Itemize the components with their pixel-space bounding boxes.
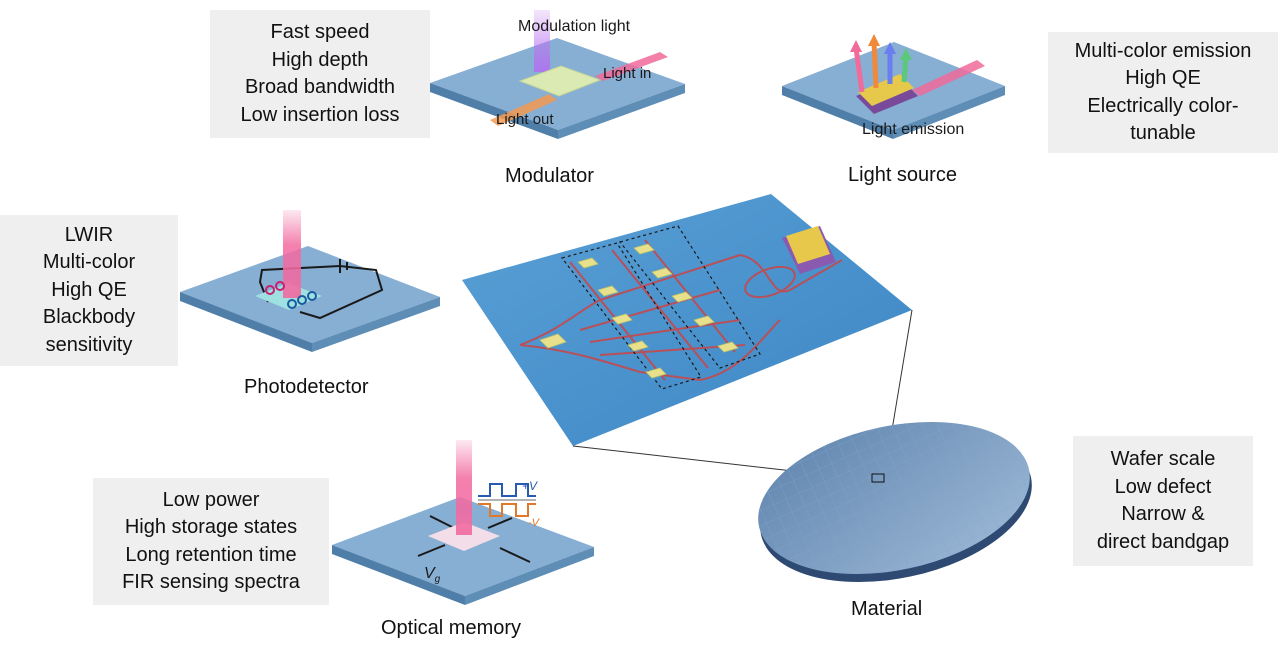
detector-circuit (258, 264, 384, 320)
material-feature: Narrow & (1121, 503, 1205, 525)
optical-memory-features-box: Low power High storage states Long reten… (93, 478, 329, 605)
light-out-beam (490, 94, 557, 126)
write-light-beam (456, 440, 472, 535)
optical-memory-feature: Low power (162, 488, 260, 511)
material-feature: Wafer scale (1110, 448, 1216, 470)
emission-green-arrow (901, 55, 909, 83)
minus-v-label: -V (528, 517, 541, 529)
plus-v-label: +V (522, 479, 538, 493)
modulator-element (518, 65, 602, 97)
light-source-feature: Electrically color- (1087, 94, 1239, 117)
material-features-box: Wafer scale Low defect Narrow & direct b… (1073, 436, 1253, 566)
photodetector-feature: High QE (51, 278, 127, 301)
light-source-features-box: Multi-color emission High QE Electricall… (1048, 32, 1278, 153)
modulator-features-box: Fast speed High depth Broad bandwidth Lo… (210, 10, 430, 138)
photodetector-features-box: LWIR Multi-color High QE Blackbody sensi… (0, 215, 178, 366)
photodetector-caption: Photodetector (244, 376, 369, 398)
memory-element (428, 522, 500, 551)
light-source-feature: Multi-color emission (1074, 39, 1252, 62)
material-feature: direct bandgap (1096, 530, 1230, 553)
material-feature: Low defect (1114, 475, 1212, 498)
light-out-label: Light out (496, 111, 554, 128)
photodetector-chip (180, 210, 440, 352)
phase-shifter-pads (539, 243, 739, 379)
photodetector-feature: sensitivity (45, 333, 133, 356)
modulator-feature: High depth (271, 48, 369, 71)
modulator-feature: Fast speed (270, 21, 370, 43)
mzi-column-2 (618, 225, 761, 369)
optical-memory-feature: High storage states (124, 516, 298, 538)
pump-beam (912, 60, 985, 96)
modulator-feature: Broad bandwidth (244, 76, 396, 98)
light-source-feature: High QE (1125, 67, 1201, 89)
light-source-feature: tunable (1130, 122, 1196, 144)
wafer-zoom-region (871, 473, 885, 483)
modulation-light-label: Modulation light (518, 18, 631, 35)
optical-memory-feature: Long retention time (125, 543, 297, 566)
wafer (758, 421, 1032, 583)
light-source-chip (782, 34, 1005, 139)
modulation-light-beam (534, 10, 550, 72)
modulator-feature: Low insertion loss (240, 103, 400, 126)
light-in-beam (595, 52, 668, 81)
emission-orange-arrow (871, 41, 879, 89)
modulator-caption: Modulator (505, 165, 594, 187)
optical-memory-chip (332, 440, 594, 605)
photodetector-feature: LWIR (64, 223, 114, 246)
vg-label: Vg (424, 565, 441, 585)
mzi-column-1 (560, 242, 702, 390)
photodetector-feature: Multi-color (42, 251, 136, 274)
incident-light-beam (283, 210, 301, 298)
light-source-caption: Light source (848, 164, 957, 186)
light-emission-label: Light emission (862, 121, 964, 138)
positive-pulse-wave (478, 483, 536, 497)
photodetector-feature: Blackbody (42, 306, 136, 329)
emission-pink-arrow (853, 47, 865, 93)
material-caption: Material (851, 598, 923, 620)
modulator-chip (430, 10, 685, 139)
optical-memory-caption: Optical memory (381, 617, 522, 639)
optical-memory-feature: FIR sensing spectra (122, 571, 300, 593)
photonic-circuit-chip (462, 194, 913, 481)
light-in-label: Light in (603, 65, 651, 82)
negative-pulse-wave (478, 503, 536, 517)
